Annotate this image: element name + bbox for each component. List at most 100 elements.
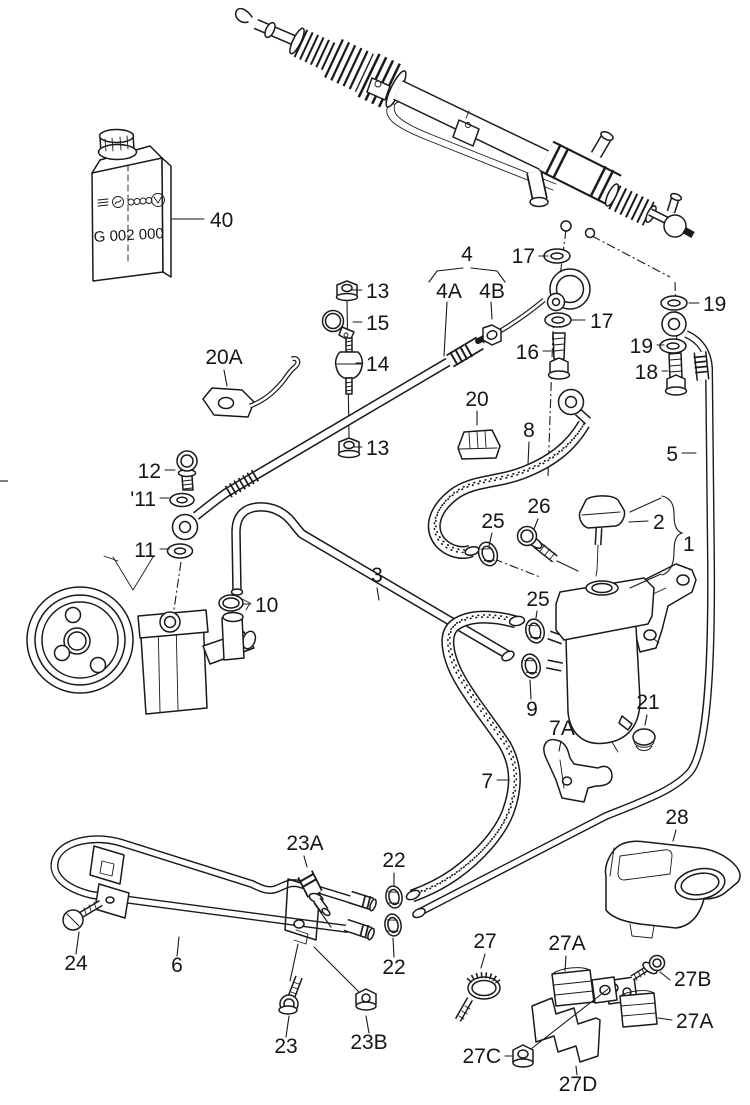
cooler-pipe-bracket-left [89, 845, 130, 919]
pipe-end-stub-lower [343, 918, 375, 941]
clamp-15 [321, 309, 355, 342]
power-steering-pump [26, 555, 257, 715]
callout-6: 6 [171, 954, 183, 977]
callout-3: 3 [371, 564, 383, 587]
callout-19-upper: 19 [703, 293, 726, 316]
bottle-cap [97, 128, 138, 161]
callout-28: 28 [665, 806, 688, 829]
reservoir-assembly [546, 495, 697, 753]
callout-9: 9 [526, 698, 538, 721]
callout-7: 7 [481, 770, 493, 793]
plug-21 [632, 728, 656, 751]
fitting-23a [297, 870, 332, 928]
callout-27a-lower: 27A [676, 1010, 713, 1033]
banjo-fitting-8 [557, 388, 585, 416]
heat-shield-28 [604, 840, 741, 939]
washer-11-upper [169, 492, 195, 508]
clamp-25-upper [477, 541, 499, 567]
return-pipe-5 [412, 311, 711, 919]
return-hose-7 [405, 615, 526, 902]
callout-26: 26 [527, 495, 550, 518]
reservoir-body [565, 625, 641, 745]
washer-17-lower [544, 312, 572, 328]
reservoir-cap-2 [578, 495, 626, 529]
bolt-23 [278, 975, 303, 1015]
rack-port-rear [584, 227, 596, 239]
callout-23a: 23A [286, 832, 323, 855]
callout-labels: 40 4 4A 4B 17 17 16 19 19 18 5 13 15 14 … [64, 209, 726, 1096]
clamp-22-upper [385, 885, 403, 909]
callout-17-lower: 17 [590, 310, 613, 333]
clip-20 [457, 429, 501, 460]
callout-24: 24 [64, 952, 88, 975]
pressure-hose-4a [196, 268, 591, 516]
tie-rod-left-hook [234, 7, 253, 24]
bottle-part-code: G 002 000 [93, 225, 164, 246]
clamp-10 [218, 594, 251, 612]
rack-center-mount [452, 119, 480, 147]
clamp-27a-lower [619, 990, 658, 1028]
callout-22-upper: 22 [382, 849, 405, 872]
nut-13-upper [335, 280, 359, 302]
isolator-14 [334, 337, 364, 395]
oil-bottle: G 002 000 [91, 128, 172, 282]
bolt-18 [664, 352, 688, 396]
bolt-26 [516, 525, 579, 572]
callout-8: 8 [523, 419, 535, 442]
nut-13-lower [337, 437, 361, 459]
callout-27d: 27D [559, 1073, 598, 1096]
callout-11-lower: 11 [134, 539, 156, 562]
rack-mount-hardware-front [543, 248, 572, 380]
suction-hose-3 [230, 507, 515, 662]
callout-27b: 27B [674, 968, 711, 991]
callout-27: 27 [473, 930, 496, 953]
banjo-fitting-5 [661, 311, 687, 337]
callout-4b: 4B [479, 280, 505, 303]
cooler-pipe-6 [54, 839, 377, 941]
nut-27c [512, 1044, 534, 1068]
hose-braided-sleeve [224, 468, 262, 498]
callout-10: 10 [255, 594, 278, 617]
bracket-7a [543, 738, 613, 803]
rack-clamp-left [366, 77, 391, 101]
callout-1: 1 [683, 533, 695, 556]
clamp-27a-upper [551, 967, 618, 1007]
return-hose-8 [434, 388, 592, 557]
callout-23b: 23B [350, 1031, 387, 1054]
callout-14: 14 [366, 353, 390, 376]
callout-13-lower: 13 [366, 437, 389, 460]
callout-12: 12 [138, 460, 161, 483]
rack-port-front [560, 220, 572, 232]
callout-11-upper: '11 [130, 488, 156, 511]
rack-bellows-right [604, 183, 657, 226]
tie-rod-end-right [648, 192, 695, 239]
callout-20a: 20A [205, 346, 242, 369]
callout-21: 21 [636, 691, 659, 714]
pipe-end-stub-upper [348, 890, 377, 912]
pump-pulley [26, 586, 134, 694]
callout-40: 40 [210, 209, 233, 232]
callout-4-bracket [428, 267, 506, 283]
pump-pressure-boss [159, 611, 181, 633]
callout-4a: 4A [436, 280, 462, 303]
nut-23b [355, 988, 377, 1011]
callout-25-lower: 25 [526, 588, 549, 611]
bolt-12 [176, 450, 198, 491]
callout-27c: 27C [462, 1045, 501, 1068]
clamp-22-lower [384, 913, 402, 937]
callout-13-upper: 13 [366, 280, 389, 303]
callout-15: 15 [366, 312, 389, 335]
callout-17-upper: 17 [512, 245, 535, 268]
bracket-20a [202, 356, 301, 418]
callout-1-brace [629, 495, 684, 589]
screw-24 [62, 899, 103, 931]
pump-body [137, 609, 257, 715]
pump-suction-union [221, 615, 245, 661]
callout-5: 5 [666, 443, 678, 466]
pump-banjo-stack [166, 450, 199, 559]
callout-19-lower: 19 [630, 335, 653, 358]
rack-valve-housing [526, 131, 622, 239]
callout-16: 16 [516, 341, 539, 364]
